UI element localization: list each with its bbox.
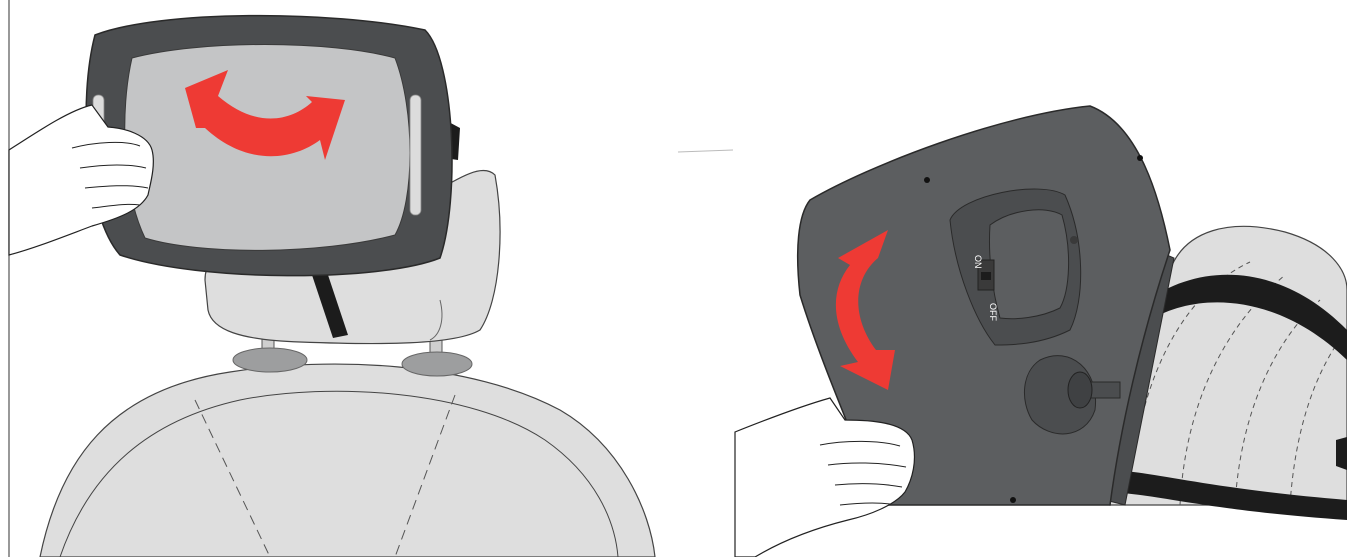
switch-off-label: OFF: [988, 303, 998, 321]
divider-tick: [678, 150, 733, 152]
left-panel: [9, 0, 655, 557]
switch-on-label: ON: [973, 255, 983, 269]
right-panel: ON OFF: [735, 106, 1347, 557]
seat-back: [40, 364, 655, 557]
